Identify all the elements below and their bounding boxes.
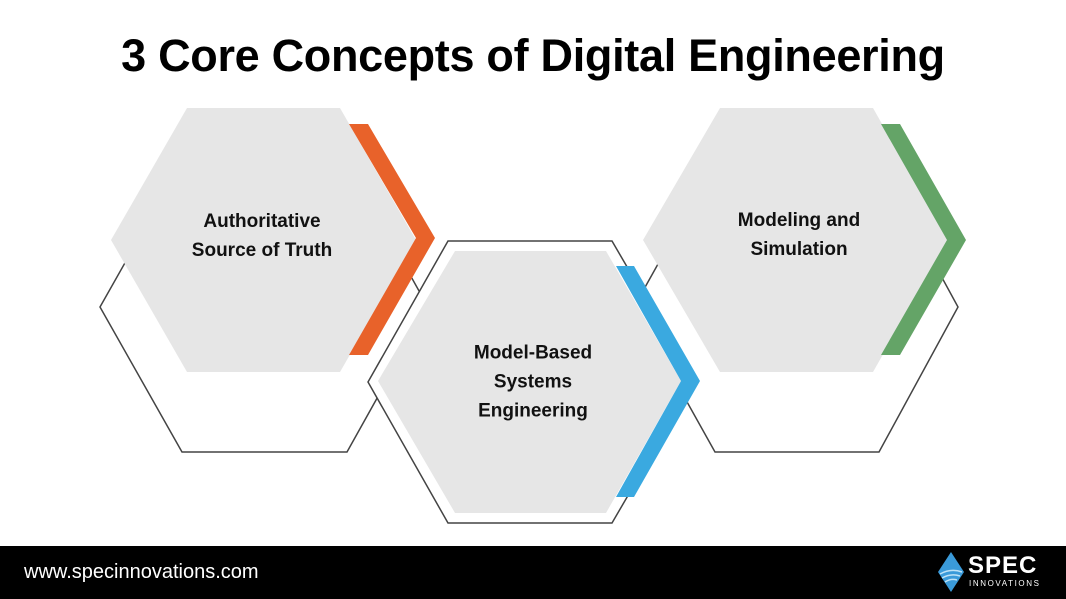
logo-wordmark: SPEC <box>968 552 1038 579</box>
website-link[interactable]: www.specinnovations.com <box>24 561 259 583</box>
spec-innovations-logo: SPEC INNOVATIONS <box>936 550 1056 594</box>
label-line: Model-Based <box>473 342 593 364</box>
label-line: Engineering <box>478 400 588 422</box>
chevron-band-1 <box>349 124 435 355</box>
label-line: Simulation <box>750 239 848 260</box>
chevron-band-2 <box>616 266 700 497</box>
concept-label-3: Modeling and Simulation <box>738 206 860 264</box>
label-line: Authoritative <box>203 211 321 232</box>
hex-concept-1 <box>111 108 416 372</box>
page-title: 3 Core Concepts of Digital Engineering <box>121 30 945 81</box>
label-line: Modeling and <box>737 210 861 231</box>
hex-concept-3 <box>643 108 948 372</box>
chevron-band-3 <box>881 124 966 355</box>
label-line: Systems <box>493 371 573 393</box>
concept-label-1: Authoritative Source of Truth <box>192 207 332 265</box>
logo-subtitle: INNOVATIONS <box>969 579 1041 588</box>
hex-concept-2 <box>378 251 681 513</box>
footer-bar: www.specinnovations.com SPEC INNOVATIONS <box>0 546 1066 599</box>
label-line: Source of Truth <box>191 240 333 261</box>
concept-label-2: Model-Based Systems Engineering <box>474 339 592 426</box>
hexagon-diagram <box>99 108 966 524</box>
diamond-logo-icon <box>938 552 964 592</box>
